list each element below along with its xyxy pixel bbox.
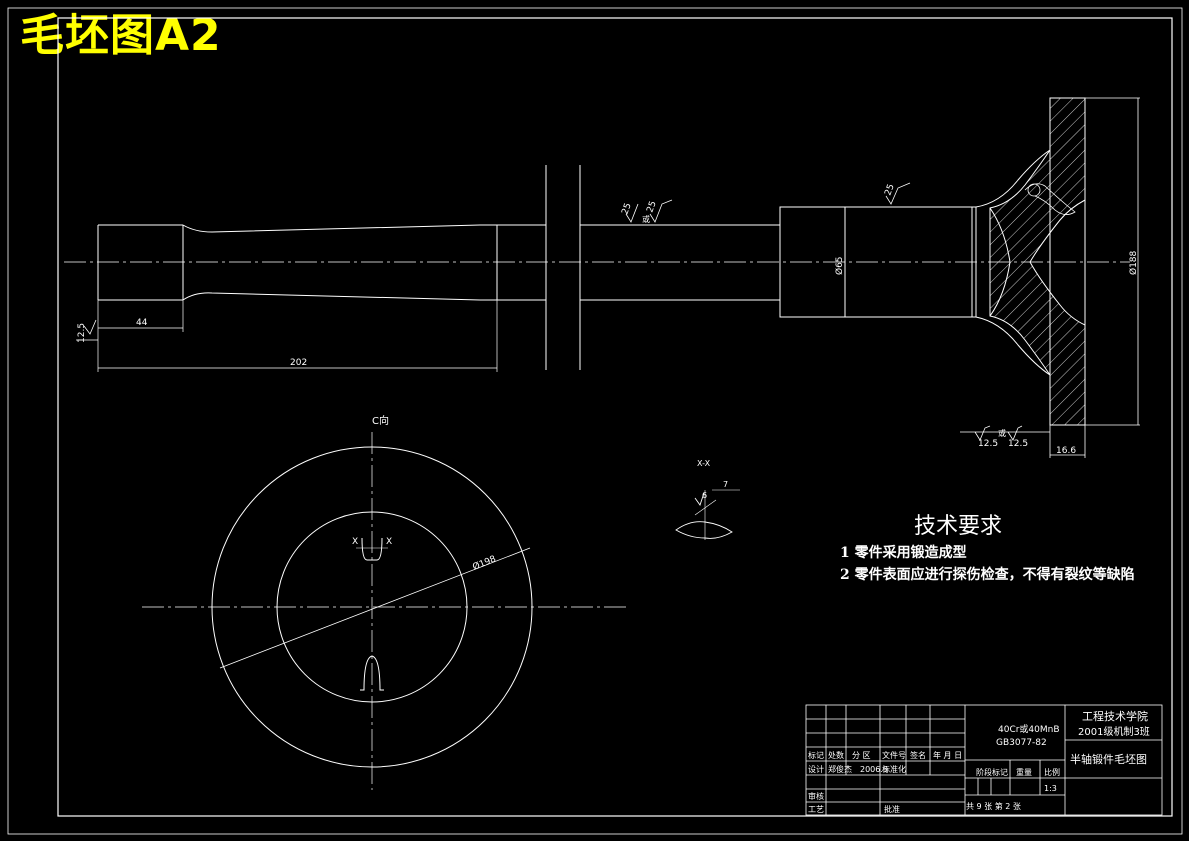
- tb-drawing-name: 半轴锻件毛坯图: [1070, 752, 1147, 766]
- c-view-label: C向: [372, 414, 389, 427]
- sec-dim-6: 6: [702, 491, 707, 500]
- tech-requirements-heading: 技术要求: [914, 514, 1003, 539]
- rough-word: 或: [642, 214, 650, 224]
- tb-date: 2006.3: [860, 765, 888, 774]
- sec-dim-7: 7: [723, 480, 728, 489]
- section-label: X-X: [697, 459, 711, 468]
- roughness-symbols: [83, 182, 1023, 441]
- c-view: [142, 432, 630, 790]
- tb-material: 40Cr或40MnB: [998, 723, 1060, 735]
- tb-review: 审核: [808, 791, 824, 801]
- dim-dia-188: Ø188: [1128, 250, 1139, 275]
- tech-requirement-2: 2 零件表面应进行探伤检查，不得有裂纹等缺陷: [840, 567, 1135, 583]
- section-mark-right: X: [386, 537, 392, 547]
- drawing-title: 毛坯图A2: [20, 10, 222, 61]
- rough-word-bottom: 或: [998, 428, 1006, 438]
- dim-202: 202: [290, 358, 307, 368]
- rough-12-5-left: 12.5: [77, 323, 87, 343]
- section-mark-left: X: [352, 537, 358, 547]
- tb-standardization: 标准化: [882, 764, 906, 774]
- tech-requirement-1: 1 零件采用锻造成型: [840, 545, 967, 561]
- title-block: [805, 704, 1163, 816]
- flange-section-hatch: [989, 97, 1086, 426]
- tb-designer: 郑俊杰: [828, 764, 852, 774]
- dimension-lines: [76, 207, 846, 372]
- dimension-texts: 44 202 12.5 25 25 或 25 Ø65 Ø188 16.6 12.…: [77, 183, 1139, 456]
- xx-section-labels: X-X 7 6: [697, 459, 728, 500]
- tb-ratio-label: 比例: [1044, 767, 1060, 777]
- rough-12-5-bottom-b: 12.5: [1008, 439, 1028, 449]
- tb-header-6: 年 月 日: [933, 750, 962, 760]
- tb-approve: 批准: [884, 804, 900, 814]
- tb-header-2: 处数: [828, 750, 844, 760]
- tb-header-5: 签名: [910, 750, 926, 760]
- dim-44: 44: [136, 318, 148, 328]
- rough-25-b: 25: [645, 200, 658, 214]
- tb-design: 设计: [808, 764, 824, 774]
- title-block-text: 40Cr或40MnB GB3077-82 工程技术学院 2001级机制3班 半轴…: [808, 709, 1150, 814]
- flange-extension-lines: [960, 97, 1140, 458]
- outer-border: [7, 7, 1183, 835]
- tb-stage-label: 阶段标记: [976, 767, 1008, 777]
- dim-dia-198: Ø198: [471, 553, 498, 572]
- dim-dia-65: Ø65: [834, 256, 845, 275]
- c-view-labels: C向 X X Ø198: [352, 414, 498, 573]
- rough-12-5-bottom-a: 12.5: [978, 439, 998, 449]
- shaft-main-view: [64, 97, 1130, 426]
- tb-header-4: 文件号: [882, 750, 906, 760]
- tb-school: 工程技术学院: [1082, 709, 1148, 723]
- tb-standard: GB3077-82: [996, 738, 1047, 748]
- tb-header-3: 分 区: [852, 751, 871, 760]
- tb-process: 工艺: [808, 805, 824, 814]
- tb-sheet: 共 9 张 第 2 张: [966, 801, 1021, 811]
- rough-25-c: 25: [883, 183, 896, 197]
- dim-16-6: 16.6: [1056, 446, 1076, 456]
- tb-scale: 1:3: [1044, 784, 1057, 793]
- rough-25-a: 25: [620, 202, 633, 216]
- tb-class: 2001级机制3班: [1078, 725, 1150, 738]
- inner-border: [57, 17, 1173, 817]
- xx-section: [675, 489, 740, 540]
- tb-header-1: 标记: [808, 750, 824, 760]
- tb-weight-label: 重量: [1016, 767, 1032, 777]
